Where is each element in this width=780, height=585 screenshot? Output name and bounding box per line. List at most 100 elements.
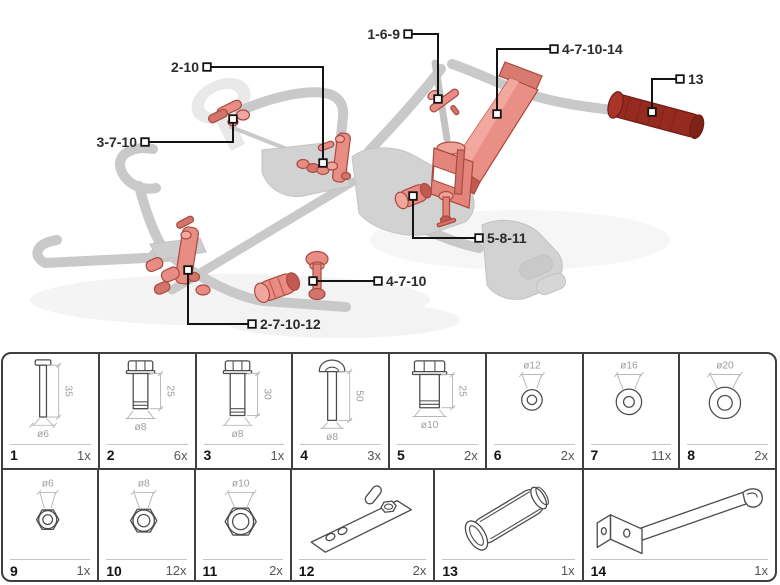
- part-number: 2: [106, 447, 115, 464]
- part-quantity: 6x: [173, 447, 188, 463]
- highlight-brake-lever: [430, 61, 543, 228]
- cell-divider: [442, 559, 575, 561]
- hex-bolt-icon: 25 ø8: [125, 360, 175, 433]
- part-quantity: 2x: [464, 447, 478, 463]
- dome-bolt-icon: 50 ø8: [318, 359, 365, 443]
- part-quantity: 1x: [77, 447, 91, 463]
- dim-diameter: ø10: [421, 420, 439, 431]
- lever-plate-icon: [310, 485, 412, 553]
- part-number: 10: [106, 562, 122, 579]
- part-number: 9: [10, 562, 18, 579]
- callout-marker: [675, 74, 685, 84]
- crank-lever-icon: [596, 488, 763, 555]
- callout-marker: [228, 114, 238, 124]
- callout-2-10: 2-10: [171, 59, 328, 168]
- callout-marker: [247, 319, 257, 329]
- part-quantity: 3x: [367, 447, 381, 463]
- cell-divider: [203, 443, 285, 445]
- dim-diameter: ø8: [138, 478, 150, 489]
- cell-divider: [590, 559, 768, 561]
- cell-divider: [106, 443, 188, 445]
- dim-diameter: ø8: [326, 432, 338, 443]
- cell-divider: [202, 559, 283, 561]
- callout-marker: [492, 109, 502, 119]
- hex-nut-icon: ø6: [35, 478, 60, 530]
- dim-diameter: ø8: [134, 422, 146, 433]
- dim-diameter: ø6: [42, 478, 54, 489]
- callout-marker: [308, 276, 318, 286]
- callout-4-7-10-14: 4-7-10-14: [492, 41, 623, 119]
- part-number: 8: [687, 447, 696, 464]
- part-number: 1: [10, 447, 18, 464]
- part-quantity: 11x: [651, 447, 672, 463]
- part-quantity: 2x: [269, 563, 283, 579]
- part-cell-6: ø12 6 2x: [487, 354, 584, 468]
- part-number: 4: [300, 447, 309, 464]
- washer-icon: ø12: [518, 361, 545, 411]
- dim-diameter: ø8: [231, 429, 243, 440]
- hex-bolt-icon: 25 ø10: [411, 360, 467, 431]
- part-number: 12: [298, 562, 315, 579]
- dim-length: 35: [63, 385, 74, 397]
- part-number: 6: [493, 447, 502, 464]
- part-cell-9: ø6 9 1x: [3, 469, 100, 580]
- callout-marker: [403, 29, 413, 39]
- callout-13: 13: [647, 71, 704, 117]
- callout-marker: [318, 158, 328, 168]
- callout-label: 3-7-10: [97, 134, 138, 150]
- dim-length: 25: [456, 385, 467, 397]
- part-quantity: 1x: [270, 447, 285, 463]
- callout-2-7-10-12: 2-7-10-12: [183, 265, 321, 332]
- cell-divider: [106, 559, 187, 561]
- callout-marker: [373, 276, 383, 286]
- part-cell-1: 35 ø6 1 1x: [3, 354, 100, 468]
- callout-4-7-10: 4-7-10: [308, 273, 427, 289]
- callout-5-8-11: 5-8-11: [408, 191, 527, 246]
- part-number: 11: [202, 562, 218, 579]
- dim-length: 30: [261, 388, 272, 400]
- dim-diameter: ø6: [37, 429, 49, 440]
- dim-diameter: ø16: [620, 361, 638, 372]
- part-cell-4: 50 ø8 4 3x: [293, 354, 390, 468]
- part-quantity: 1x: [560, 563, 575, 579]
- cell-divider: [397, 443, 478, 445]
- part-number: 14: [590, 562, 607, 579]
- washer-icon: ø16: [613, 361, 644, 416]
- callouts: 1-6-9 2-10 3-7-10: [97, 26, 704, 332]
- callout-1-6-9: 1-6-9: [367, 26, 443, 104]
- callout-3-7-10: 3-7-10: [97, 114, 238, 150]
- part-number: 5: [397, 447, 405, 464]
- cell-divider: [10, 559, 91, 561]
- washer-icon: ø20: [707, 361, 744, 420]
- callout-label: 2-10: [171, 59, 199, 75]
- callout-marker: [549, 44, 559, 54]
- assembly-diagram: 1-6-9 2-10 3-7-10: [30, 26, 705, 338]
- cell-divider: [493, 443, 575, 445]
- dim-length: 25: [164, 385, 175, 397]
- dim-diameter: ø20: [716, 361, 734, 372]
- hex-nut-icon: ø8: [130, 478, 158, 533]
- callout-marker: [433, 94, 443, 104]
- callout-marker: [408, 191, 418, 201]
- callout-label: 4-7-10-14: [562, 41, 623, 57]
- part-number: 7: [590, 447, 599, 464]
- part-quantity: 1x: [76, 563, 91, 579]
- part-quantity: 2x: [560, 447, 575, 463]
- cell-divider: [300, 443, 381, 445]
- callout-label: 13: [688, 71, 704, 87]
- pin-bolt-icon: 35 ø6: [28, 359, 74, 440]
- callout-marker: [140, 137, 150, 147]
- cell-divider: [590, 443, 672, 445]
- hex-bolt-icon: 30 ø8: [221, 360, 272, 440]
- callout-label: 2-7-10-12: [260, 316, 321, 332]
- callout-marker: [183, 265, 193, 275]
- assembly-illustration: 1-6-9 2-10 3-7-10: [30, 26, 705, 338]
